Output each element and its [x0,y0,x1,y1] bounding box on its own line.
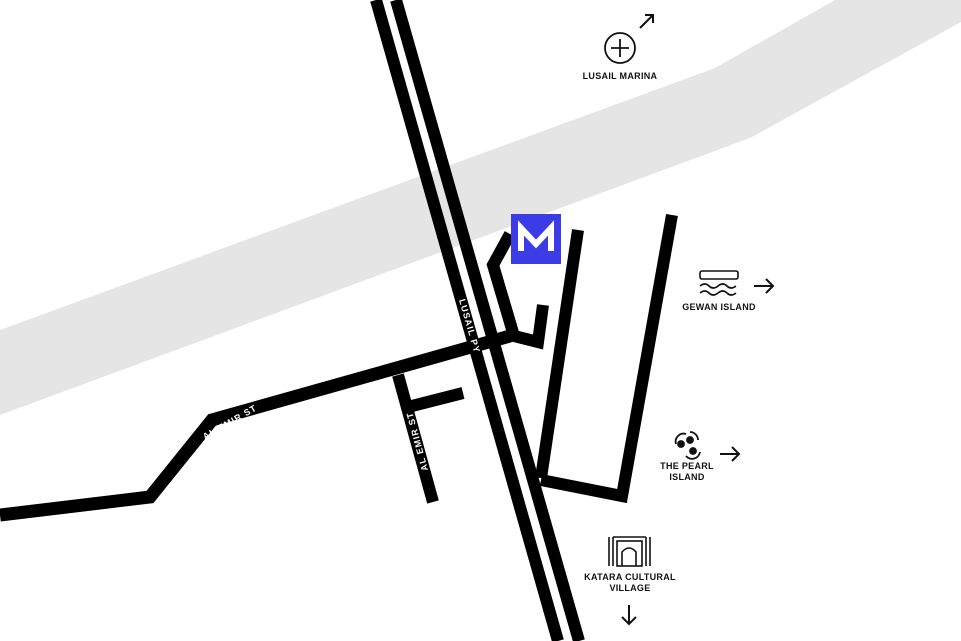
poi-lusail-marina[interactable]: LUSAIL MARINA [570,71,670,82]
arrow-south-icon [621,605,637,626]
pearl-icon [674,431,701,460]
arrow-east-icon [754,278,775,294]
poi-gewan-island[interactable]: GEWAN ISLAND [669,302,769,313]
poi-label: GEWAN ISLAND [682,302,756,312]
poi-label-line2: VILLAGE [609,583,651,593]
al-emir-st-road [0,329,512,522]
al-emir-st-side-road [392,373,439,504]
east-road [535,229,584,479]
waves-island-icon [699,270,739,296]
brand-marker[interactable] [511,214,561,264]
loop-road [539,213,678,504]
marina-circle-plus-icon [604,32,636,64]
street-label-al-emir-st-side: AL EMIR ST [405,411,430,472]
side-stub-road [406,387,465,413]
lusail-py-road-west [370,0,564,641]
arrow-east-icon [720,446,741,462]
poi-label: LUSAIL MARINA [582,71,658,81]
poi-label-line1: THE PEARL [660,461,714,471]
poi-label-line1: KATARA CULTURAL [584,572,676,582]
water-channel [0,0,961,415]
logo-m-icon [518,220,554,251]
lusail-py-road-east [390,0,585,641]
access-road [486,231,549,350]
poi-label-line2: ISLAND [669,472,705,482]
arrow-north-east-icon [639,14,654,29]
arch-gate-icon [608,536,651,567]
